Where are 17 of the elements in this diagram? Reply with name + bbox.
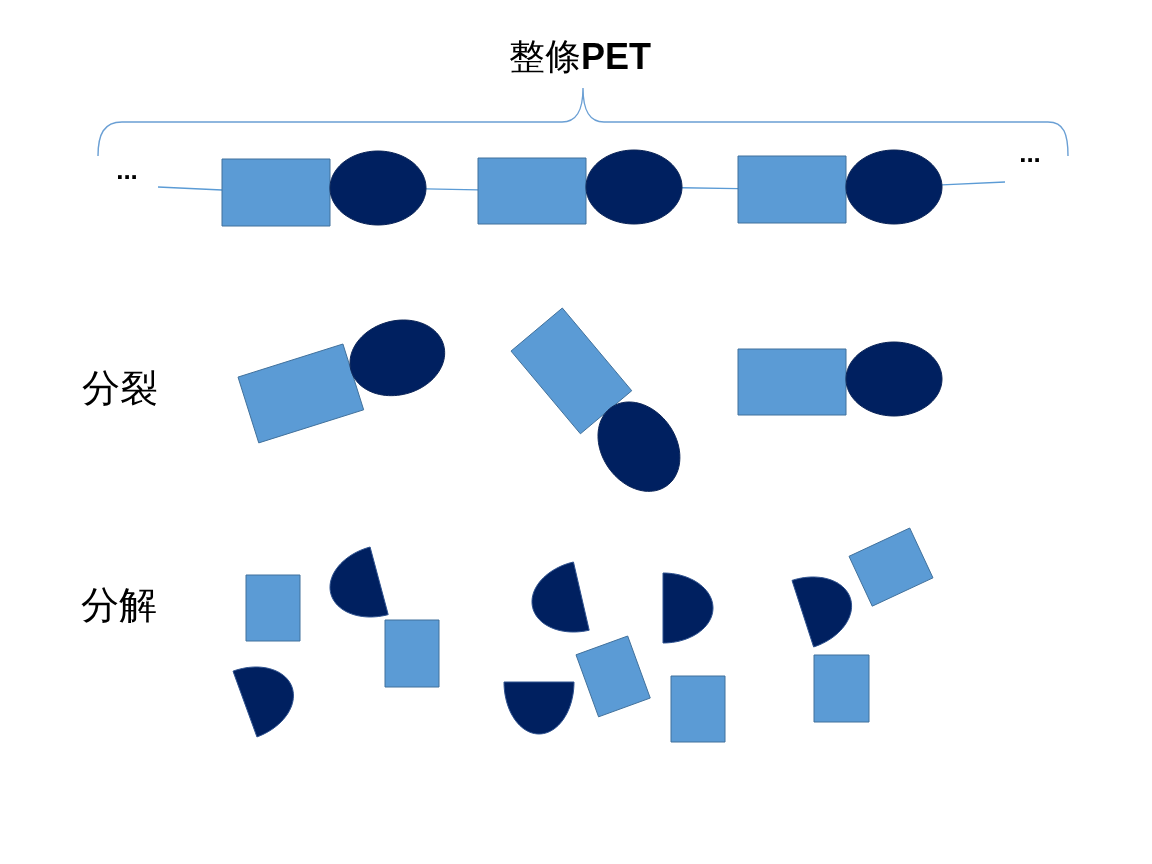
connector-line: [157, 186, 223, 191]
rectangle: [812, 653, 870, 723]
continuation-dots: ...: [116, 157, 138, 183]
rectangle: [737, 348, 847, 416]
connector-line: [425, 188, 479, 191]
rectangle: [670, 675, 726, 743]
rectangle: [737, 155, 847, 224]
rectangle: [383, 619, 440, 688]
connector-line: [681, 187, 739, 190]
continuation-dots: ...: [1019, 140, 1041, 166]
brace-label: 整條PET: [509, 39, 651, 75]
rectangle: [244, 574, 301, 642]
row-label: 分裂: [82, 369, 158, 407]
connector-line: [941, 181, 1006, 186]
rectangle: [477, 157, 587, 225]
row-label: 分解: [81, 586, 157, 624]
rectangle: [221, 158, 331, 227]
